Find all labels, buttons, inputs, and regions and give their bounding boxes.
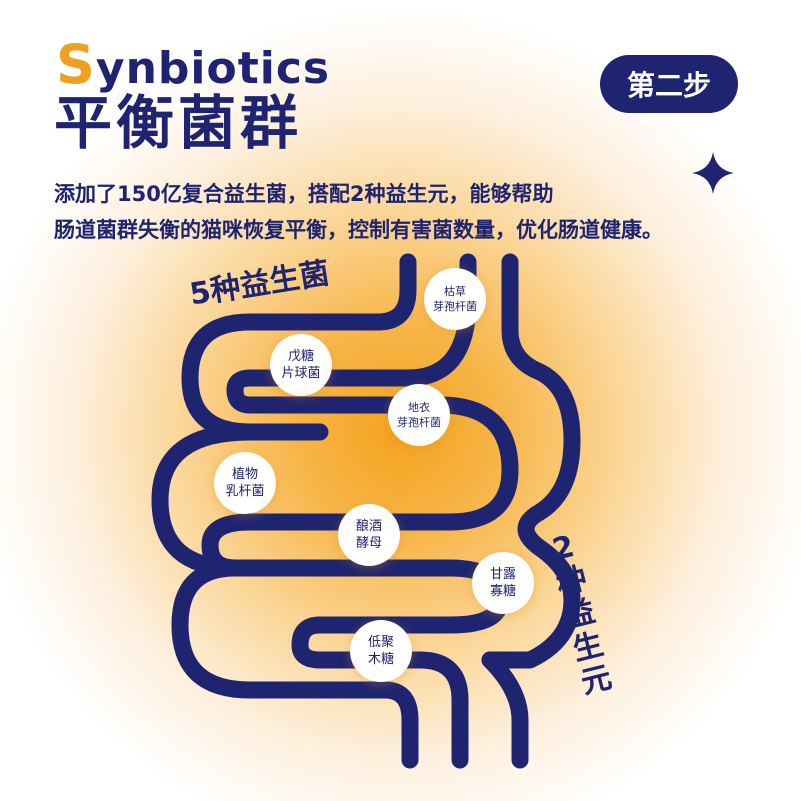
bubble-xylooligosaccharide: 低聚 木糖: [350, 620, 412, 682]
title-english: Synbiotics: [56, 38, 330, 92]
bubble-pediococcus-pentosaceus: 戊糖 片球菌: [270, 334, 332, 396]
bubble-line: 片球菌: [281, 366, 321, 381]
bubble-line: 乳杆菌: [225, 484, 265, 499]
bubble-line: 地衣: [408, 401, 430, 414]
bubble-saccharomyces: 酿酒 酵母: [338, 504, 400, 566]
page-title: 平衡菌群: [54, 89, 303, 157]
description-line-1: 添加了150亿复合益生菌，搭配2种益生元，能够帮助: [54, 182, 554, 206]
sparkle-icon: [692, 152, 734, 194]
title-english-rest: ynbiotics: [95, 43, 331, 94]
bubble-bacillus-licheniformis: 地衣 芽孢杆菌: [388, 384, 450, 446]
bubble-line: 寡糖: [489, 584, 516, 599]
bubble-lactobacillus-plantarum: 植物 乳杆菌: [214, 452, 276, 514]
bubble-line: 酵母: [355, 536, 382, 551]
bubble-line: 木糖: [367, 652, 394, 667]
bubble-line: 甘露: [489, 567, 516, 582]
description: 添加了150亿复合益生菌，搭配2种益生元，能够帮助 肠道菌群失衡的猫咪恢复平衡，…: [54, 176, 774, 248]
bubble-mannan-oligosaccharide: 甘露 寡糖: [472, 552, 534, 614]
bubble-line: 戊糖: [287, 349, 314, 364]
bubble-line: 植物: [231, 467, 258, 482]
bubble-line: 低聚: [367, 635, 394, 650]
title-english-first-letter: S: [56, 33, 96, 96]
bubble-bacillus-subtilis: 枯草 芽孢杆菌: [424, 268, 486, 330]
description-line-2: 肠道菌群失衡的猫咪恢复平衡，控制有害菌数量，优化肠道健康。: [54, 218, 663, 242]
bubble-line: 芽孢杆菌: [433, 300, 477, 313]
bubble-line: 枯草: [444, 285, 466, 298]
bubble-line: 芽孢杆菌: [397, 416, 441, 429]
bubble-line: 酿酒: [355, 519, 382, 534]
step-badge: 第二步: [600, 55, 738, 113]
